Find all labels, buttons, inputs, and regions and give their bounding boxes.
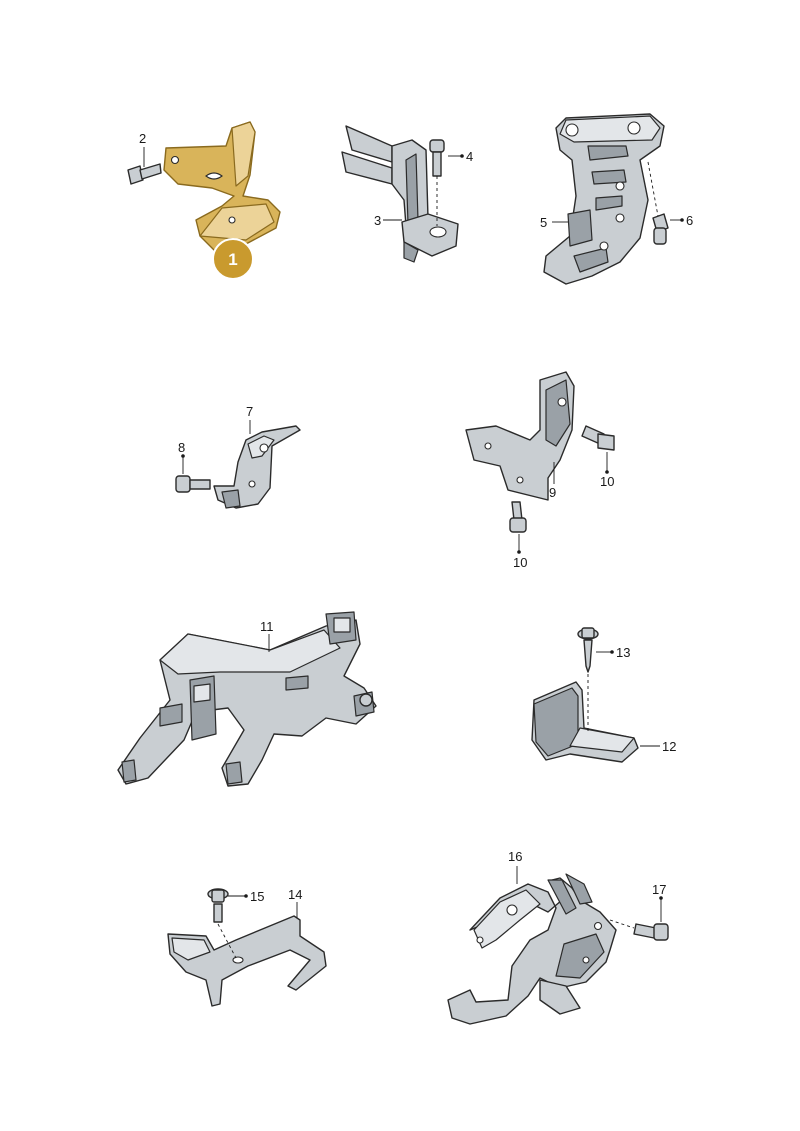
callout-10-lower: 10 bbox=[513, 555, 527, 570]
part-4-bolt[interactable] bbox=[429, 139, 464, 226]
part-7-bracket[interactable] bbox=[213, 425, 301, 509]
part-9-bracket[interactable] bbox=[465, 371, 575, 501]
callout-11: 11 bbox=[260, 619, 274, 634]
part-10-bolt-upper[interactable] bbox=[581, 425, 615, 474]
callout-4: 4 bbox=[466, 149, 473, 164]
callout-15: 15 bbox=[250, 889, 264, 904]
part-holder-upper-right[interactable] bbox=[543, 113, 665, 285]
callout-16: 16 bbox=[508, 849, 522, 864]
part-10-bolt-lower[interactable] bbox=[509, 501, 527, 554]
callout-6: 6 bbox=[686, 213, 693, 228]
callout-8: 8 bbox=[178, 440, 185, 455]
part-6-bolt[interactable] bbox=[647, 161, 684, 245]
callout-3: 3 bbox=[374, 213, 381, 228]
callout-17: 17 bbox=[652, 882, 666, 897]
part-14-bracket[interactable] bbox=[167, 915, 327, 1007]
part-15-bolt[interactable] bbox=[207, 888, 248, 959]
part-13-screw[interactable] bbox=[577, 627, 614, 734]
callout-10-upper: 10 bbox=[600, 474, 614, 489]
part-17-bolt[interactable] bbox=[609, 896, 669, 941]
part-1-bracket[interactable] bbox=[163, 121, 281, 253]
callout-14: 14 bbox=[288, 887, 302, 902]
callout-1: 1 bbox=[228, 250, 237, 269]
callout-13: 13 bbox=[616, 645, 630, 660]
callout-9: 9 bbox=[549, 485, 556, 500]
part-8-bolt[interactable] bbox=[175, 454, 211, 493]
callout-5: 5 bbox=[540, 215, 547, 230]
part-11-carrier[interactable] bbox=[117, 611, 377, 787]
part-3-bracket[interactable] bbox=[341, 125, 459, 263]
part-12-bracket[interactable] bbox=[531, 681, 639, 763]
part-1-badge[interactable]: 1 bbox=[212, 238, 254, 280]
part-2-bolt[interactable] bbox=[127, 147, 162, 185]
callout-2: 2 bbox=[139, 131, 146, 146]
callout-7: 7 bbox=[246, 404, 253, 419]
callout-12: 12 bbox=[662, 739, 676, 754]
part-16-bracket[interactable] bbox=[447, 873, 617, 1025]
